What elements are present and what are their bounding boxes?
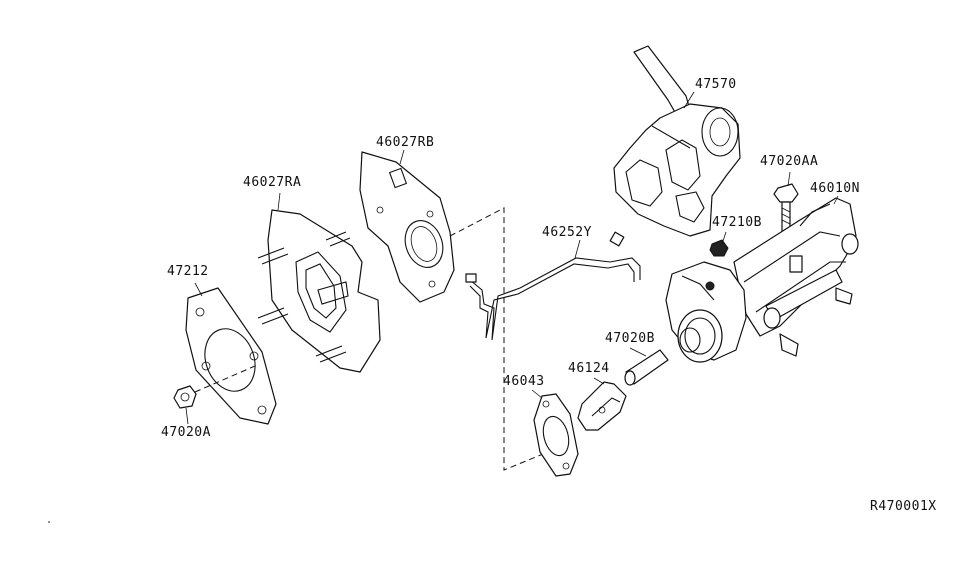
label-46027RA: 46027RA [243, 175, 302, 190]
leader-46010N [833, 195, 839, 205]
leader-46027RB [399, 149, 405, 165]
plate-46027RB [359, 151, 455, 303]
leader-46027RA [277, 192, 281, 211]
dash-47020A [194, 365, 256, 393]
bracket-46124 [577, 381, 627, 431]
leader-47210B [721, 231, 727, 245]
reference-code: R470001X [870, 499, 937, 514]
label-47020B: 47020B [605, 331, 655, 346]
leader-47020AA [787, 171, 791, 187]
label-46252Y: 46252Y [542, 225, 592, 240]
cylinder-46010N [733, 197, 859, 357]
leader-47020A [185, 407, 189, 425]
leader-46043 [531, 389, 543, 399]
booster-body [665, 261, 747, 363]
leader-46124 [593, 377, 605, 385]
leader-46252Y [574, 239, 581, 259]
leader-47212 [194, 282, 203, 297]
label-46043: 46043 [503, 374, 545, 389]
label-46027RB: 46027RB [376, 135, 435, 150]
rod-47020B [624, 349, 669, 386]
leader-47570 [683, 91, 695, 109]
label-46010N: 46010N [810, 181, 860, 196]
dash-centerline [449, 207, 549, 471]
label-47020AA: 47020AA [760, 154, 819, 169]
bolt-47020AA [773, 183, 799, 233]
gasket-47212 [185, 287, 277, 425]
pump-47570 [613, 45, 741, 237]
label-47212: 47212 [167, 264, 209, 279]
label-47210B: 47210B [712, 215, 762, 230]
label-46124: 46124 [568, 361, 610, 376]
tube-46252Y [465, 231, 641, 341]
label-47020A: 47020A [161, 425, 211, 440]
gasket-46043 [533, 393, 579, 477]
nut-47020A [173, 385, 197, 409]
plate-46027RA [257, 209, 381, 373]
label-47570: 47570 [695, 77, 737, 92]
leader-47020B [629, 347, 647, 357]
nut-47210B [709, 239, 729, 257]
speck [48, 521, 50, 523]
